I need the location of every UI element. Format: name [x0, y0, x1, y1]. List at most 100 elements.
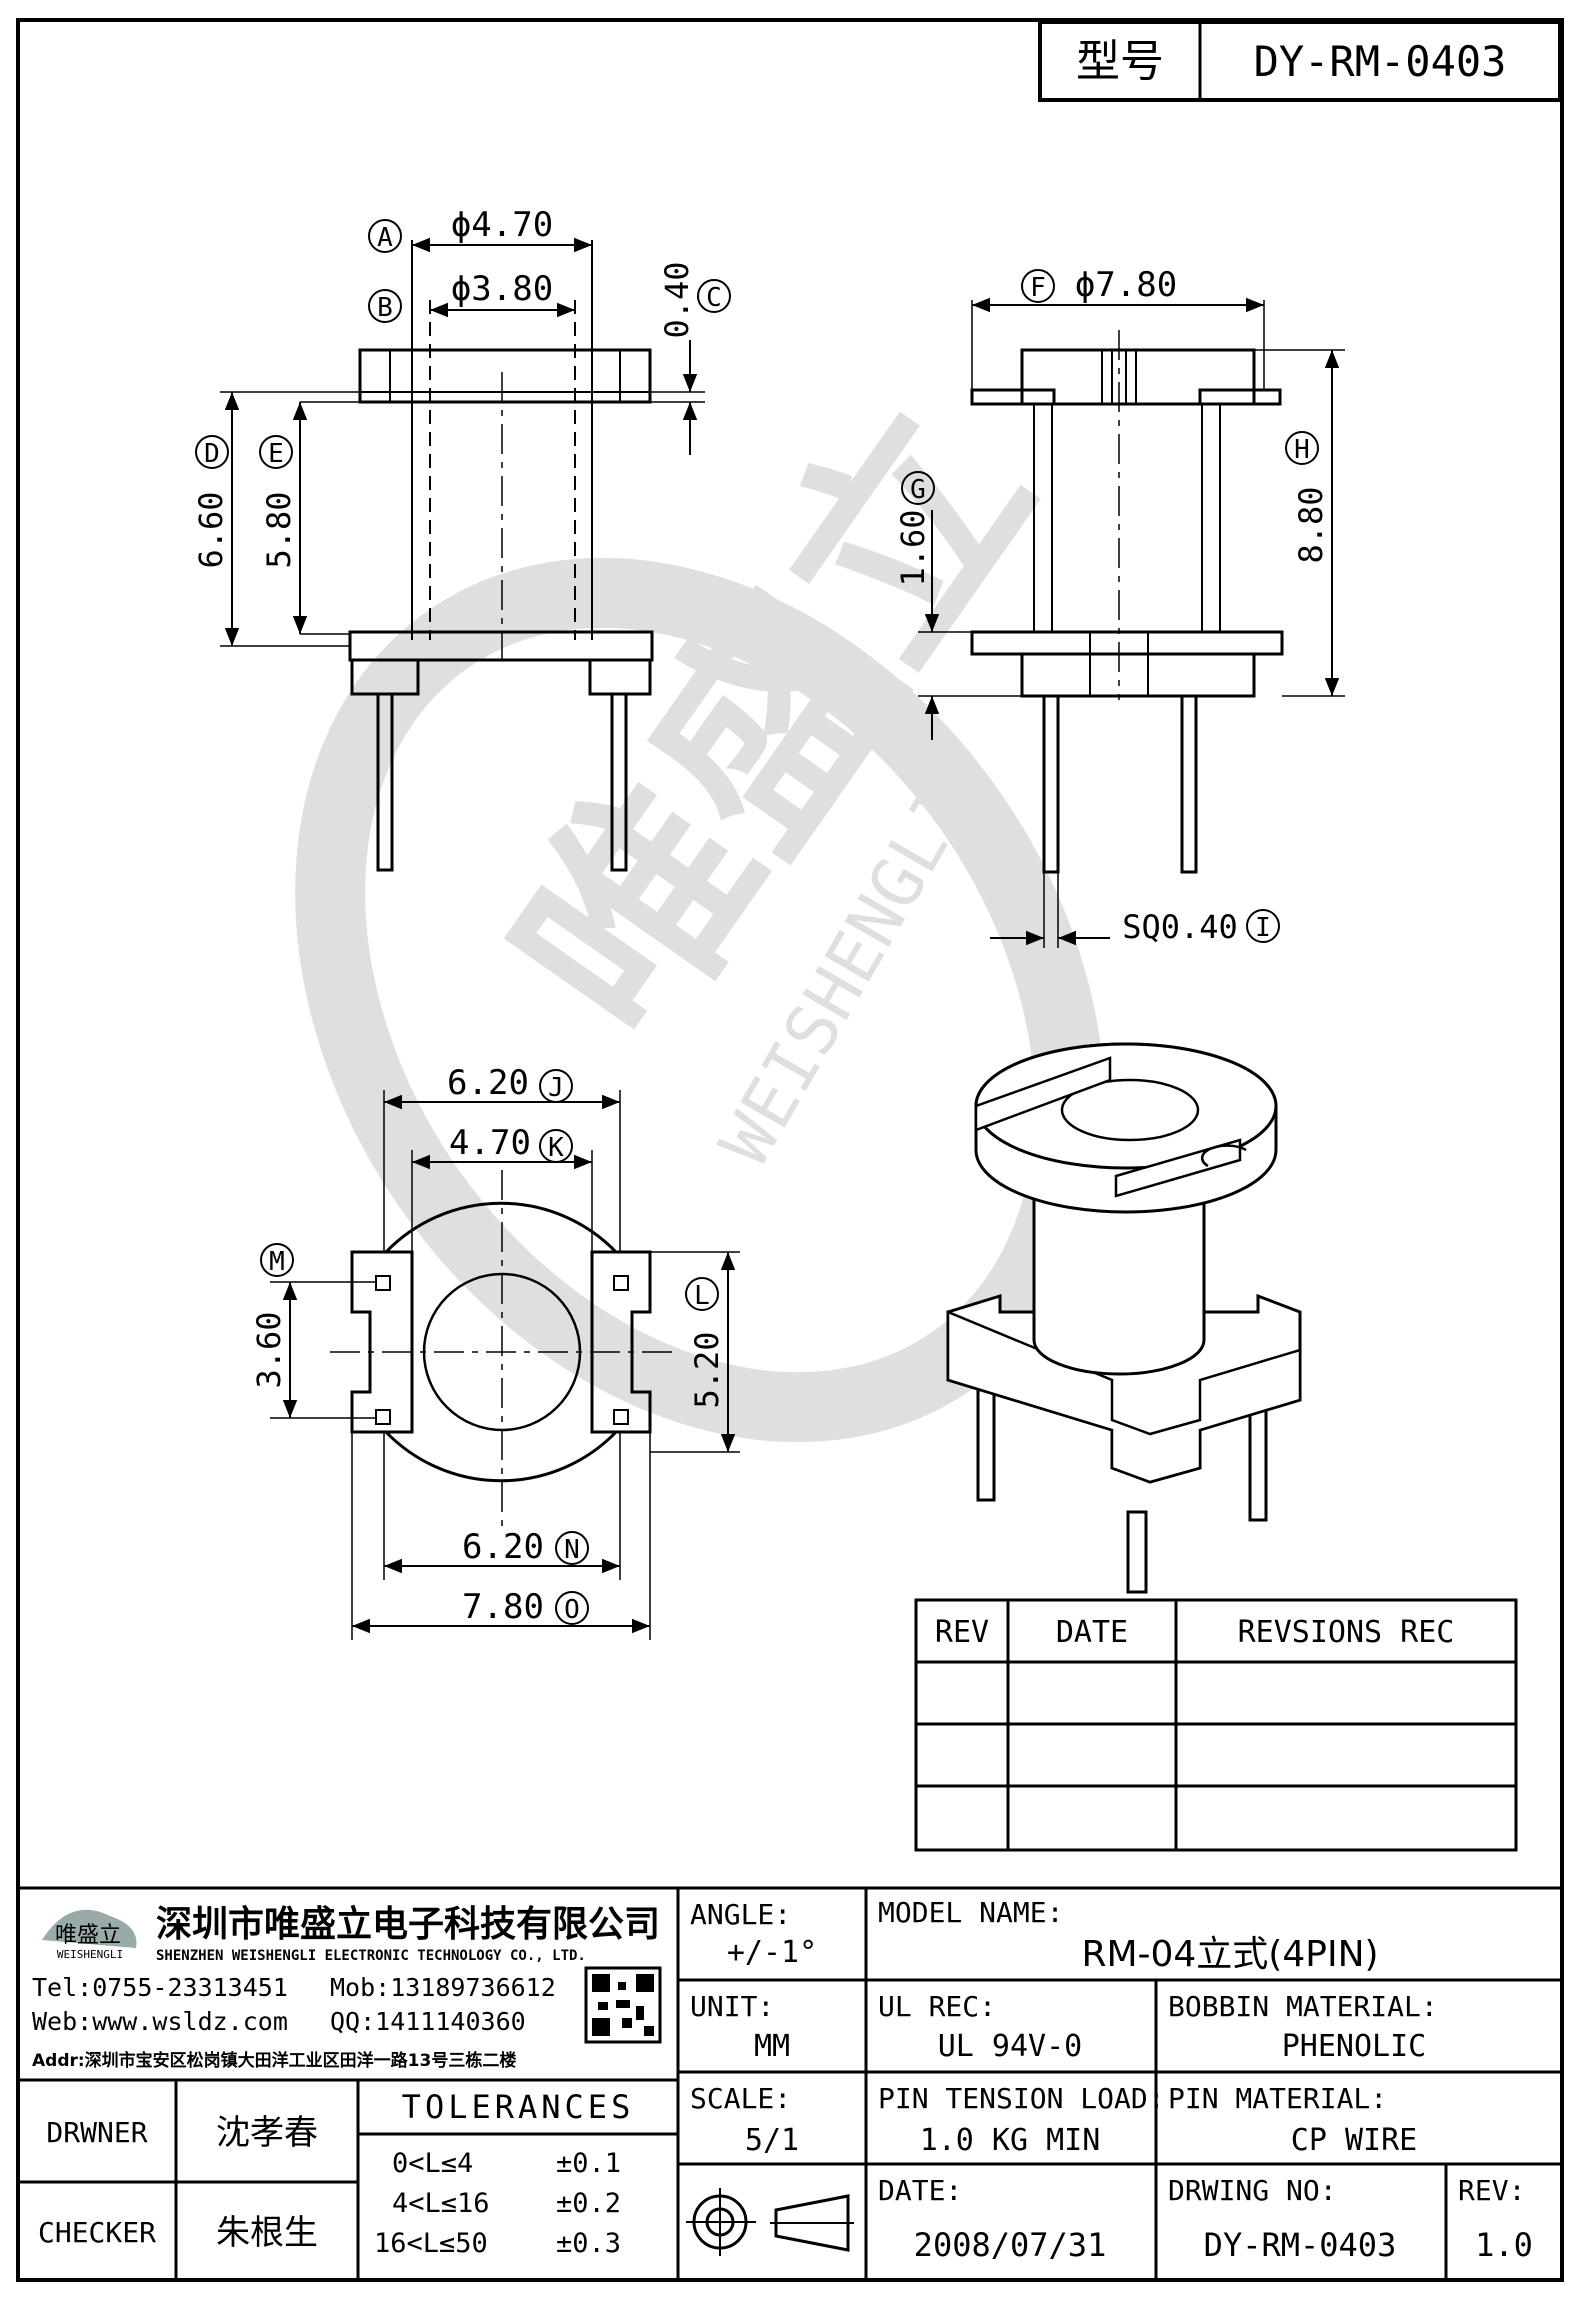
title-block-lines — [18, 1886, 1562, 2280]
marker-N: N — [555, 1531, 589, 1565]
drawer-name: 沈孝春 — [216, 2113, 318, 2153]
dim-M: 3.60 — [250, 1311, 288, 1388]
company-mob: Mob:13189736612 — [330, 1973, 556, 2002]
marker-E: E — [259, 435, 293, 469]
svg-text:H: H — [1294, 435, 1310, 465]
revision-table — [914, 1598, 1518, 1852]
scale-label: SCALE: — [690, 2082, 791, 2115]
svg-text:F: F — [1030, 273, 1046, 303]
company-name-en: SHENZHEN WEISHENGLI ELECTRONIC TECHNOLOG… — [156, 1948, 586, 1964]
projection-symbol-icon — [686, 2188, 854, 2256]
isometric-view — [946, 1042, 1302, 1594]
dim-J: 6.20 — [447, 1063, 529, 1103]
svg-text:G: G — [910, 475, 926, 505]
model-header: 型号 DY-RM-0403 — [1038, 20, 1562, 102]
pin-material-label: PIN MATERIAL: — [1168, 2082, 1387, 2115]
bottom-view — [270, 1090, 740, 1640]
dim-L: 5.20 — [688, 1331, 726, 1408]
side-view-labels: ϕ7.80 1.60 8.80 SQ0.40 F G H I — [894, 265, 1330, 946]
angle-value: +/-1° — [727, 1935, 817, 1970]
tolerance-range-3: 16<L≤50 — [374, 2228, 488, 2259]
svg-text:N: N — [564, 1535, 580, 1565]
svg-text:I: I — [1255, 913, 1271, 943]
marker-F: F — [1021, 269, 1055, 303]
pin-tension-label: PIN TENSION LOAD: — [878, 2082, 1165, 2115]
revision-table-header: REV DATE REVSIONS REC — [935, 1615, 1454, 1650]
svg-text:E: E — [268, 439, 284, 469]
marker-K: K — [539, 1129, 573, 1163]
dim-N: 6.20 — [462, 1527, 544, 1567]
logo-text: 唯盛立 — [55, 1923, 121, 1948]
dim-O: 7.80 — [462, 1587, 544, 1627]
date-label: DATE: — [878, 2174, 962, 2207]
svg-text:B: B — [377, 293, 393, 323]
front-view-labels: ϕ4.70 ϕ3.80 0.40 6.60 5.80 A B C D E — [192, 205, 731, 569]
qr-code — [584, 1966, 662, 2044]
bobbin-label: BOBBIN MATERIAL: — [1168, 1990, 1438, 2023]
dim-I: SQ0.40 — [1122, 908, 1238, 946]
svg-text:O: O — [564, 1595, 580, 1625]
ul-label: UL REC: — [878, 1990, 996, 2023]
rev-header-rev: REV — [935, 1615, 989, 1650]
svg-text:J: J — [548, 1073, 564, 1103]
dim-E: 5.80 — [260, 491, 298, 568]
svg-text:A: A — [377, 223, 393, 253]
company-addr: Addr:深圳市宝安区松岗镇大田洋工业区田洋一路13号三栋二楼 — [32, 2050, 516, 2071]
marker-M: M — [260, 1243, 294, 1277]
svg-text:M: M — [269, 1247, 285, 1277]
marker-G: G — [901, 471, 935, 505]
marker-L: L — [685, 1277, 719, 1311]
drawing-no-label: DRWING NO: — [1168, 2174, 1337, 2207]
dim-C: 0.40 — [658, 261, 696, 338]
dim-B: ϕ3.80 — [451, 269, 553, 309]
dim-G: 1.60 — [894, 509, 932, 586]
dim-K: 4.70 — [449, 1123, 531, 1163]
marker-H: H — [1285, 431, 1319, 465]
rev-value: 1.0 — [1475, 2226, 1533, 2264]
unit-value: MM — [754, 2029, 790, 2064]
tolerance-value-2: ±0.2 — [556, 2188, 621, 2219]
checker-label: CHECKER — [38, 2216, 156, 2249]
marker-J: J — [539, 1069, 573, 1103]
company-tel: Tel:0755-23313451 — [32, 1973, 288, 2002]
tolerance-range-1: 0<L≤4 — [392, 2148, 473, 2179]
svg-text:K: K — [548, 1133, 564, 1163]
svg-text:L: L — [694, 1281, 710, 1311]
marker-I: I — [1246, 909, 1280, 943]
logo-sub: WEISHENGLI — [57, 1948, 123, 1961]
dim-F: ϕ7.80 — [1075, 265, 1177, 305]
front-view — [220, 237, 705, 872]
dim-H: 8.80 — [1292, 486, 1330, 563]
model-name-label: MODEL NAME: — [878, 1896, 1063, 1929]
marker-O: O — [555, 1591, 589, 1625]
tolerance-range-2: 4<L≤16 — [392, 2188, 490, 2219]
bobbin-value: PHENOLIC — [1282, 2029, 1427, 2064]
drawer-label: DRWNER — [46, 2116, 147, 2149]
unit-label: UNIT: — [690, 1990, 774, 2023]
bottom-view-labels: 6.20 4.70 5.20 3.60 6.20 7.80 J K L M N … — [250, 1063, 726, 1627]
pin-material-value: CP WIRE — [1291, 2123, 1417, 2158]
dim-A: ϕ4.70 — [451, 205, 553, 245]
watermark-brand-cn: 唯盛立 — [466, 363, 1080, 1081]
side-view — [918, 297, 1345, 948]
scale-value: 5/1 — [745, 2123, 799, 2158]
company-qq: QQ:1411140360 — [330, 2007, 526, 2036]
marker-C: C — [697, 279, 731, 313]
company-logo: 唯盛立 WEISHENGLI — [42, 1909, 137, 1961]
marker-D: D — [195, 435, 229, 469]
marker-A: A — [368, 219, 402, 253]
svg-text:C: C — [706, 283, 722, 313]
svg-text:D: D — [204, 439, 220, 469]
rev-header-rec: REVSIONS REC — [1238, 1615, 1455, 1650]
tolerance-value-3: ±0.3 — [556, 2228, 621, 2259]
ul-value: UL 94V-0 — [938, 2029, 1083, 2064]
company-web: Web:www.wsldz.com — [32, 2007, 288, 2036]
drawing-no-value: DY-RM-0403 — [1204, 2226, 1397, 2264]
tolerance-value-1: ±0.1 — [556, 2148, 621, 2179]
pin-tension-value: 1.0 KG MIN — [920, 2123, 1101, 2158]
rev-header-date: DATE — [1056, 1615, 1128, 1650]
model-name-value: RM-04立式(4PIN) — [1081, 1934, 1378, 1975]
tolerances-title: TOLERANCES — [402, 2088, 635, 2126]
dim-D: 6.60 — [192, 491, 230, 568]
